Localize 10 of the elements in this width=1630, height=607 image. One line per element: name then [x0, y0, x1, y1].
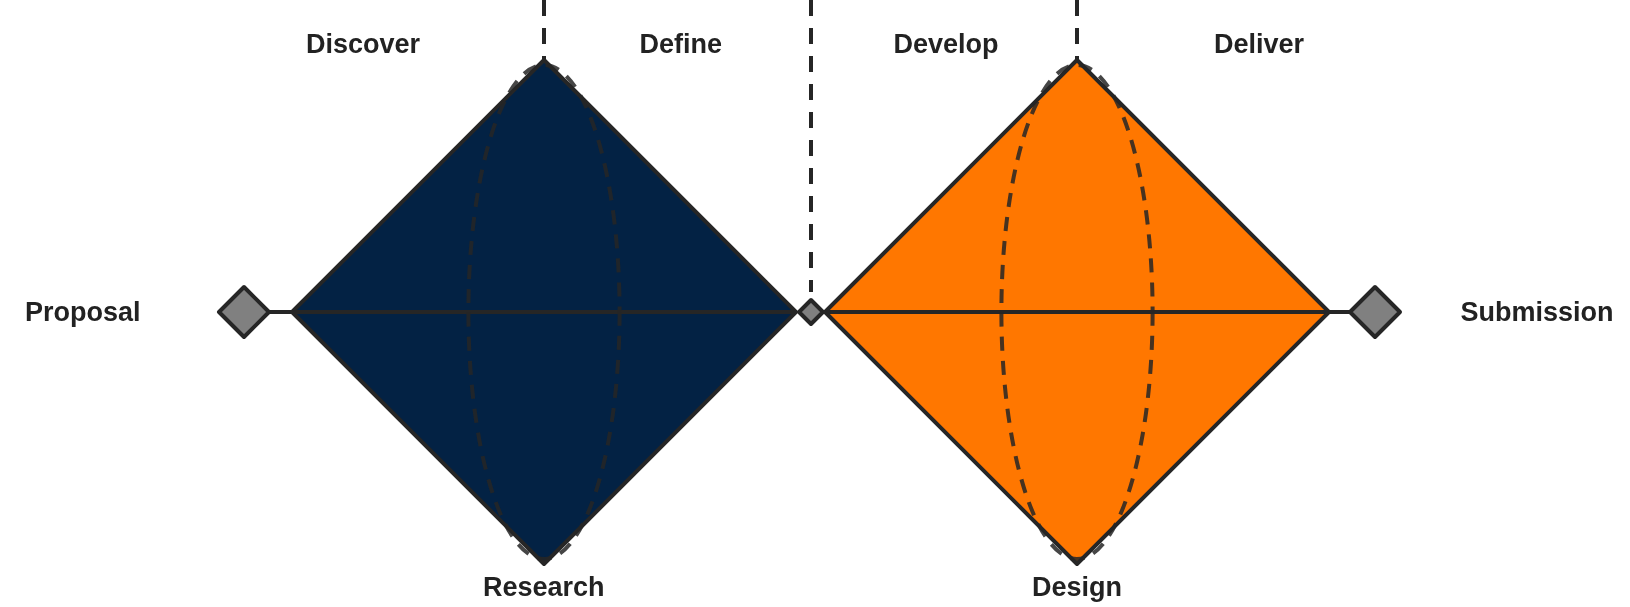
phase-label: Deliver — [1214, 28, 1305, 60]
phase-title: Design — [1032, 571, 1123, 603]
phase-title: Research — [483, 571, 605, 603]
phase-label: Define — [639, 28, 723, 60]
connector-line — [269, 310, 292, 314]
phase-label: Develop — [893, 28, 999, 60]
phase-label: Discover — [306, 28, 421, 60]
stage-label: Submission — [1460, 296, 1614, 328]
stage-label: Proposal — [25, 296, 141, 328]
connector-line — [1329, 310, 1350, 314]
